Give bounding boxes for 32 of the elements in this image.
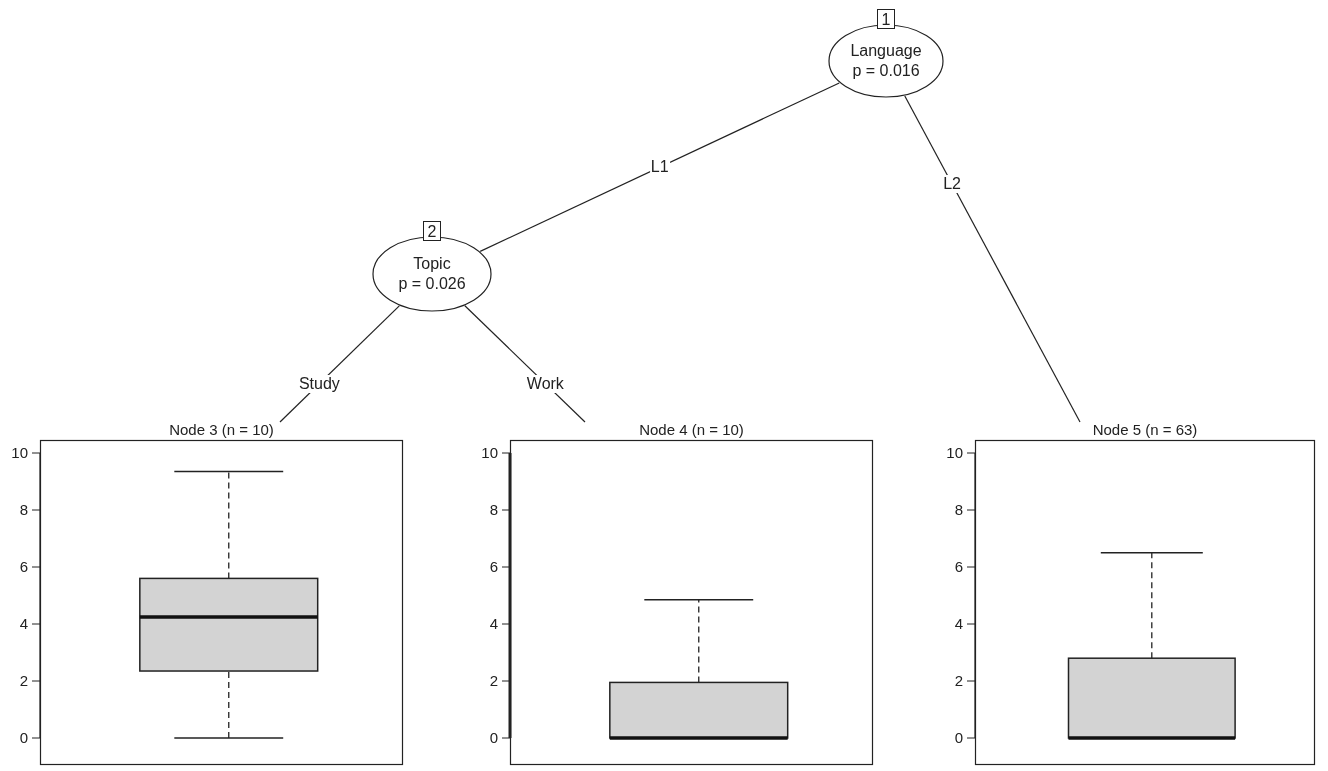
node-title: Node 3 (n = 10) xyxy=(168,422,275,438)
axis-tick-label: 2 xyxy=(953,673,963,689)
axis-tick-label: 4 xyxy=(488,616,498,632)
axis-tick-label: 0 xyxy=(953,730,963,746)
node-text: p = 0.016 xyxy=(852,61,920,81)
axis-tick-label: 10 xyxy=(10,445,28,461)
node-number: 2 xyxy=(423,221,441,241)
axis-tick-label: 2 xyxy=(18,673,28,689)
node-text: p = 0.026 xyxy=(398,274,466,294)
axis-tick-label: 6 xyxy=(18,559,28,575)
axis-tick-label: 2 xyxy=(488,673,498,689)
axis-tick-label: 8 xyxy=(488,502,498,518)
node-text: Language xyxy=(850,41,922,61)
connector-line xyxy=(904,95,1081,423)
axis-tick-label: 8 xyxy=(953,502,963,518)
axis-tick-label: 4 xyxy=(953,616,963,632)
edge-label: L2 xyxy=(942,175,962,193)
node-number: 1 xyxy=(877,9,895,29)
edge-label: Study xyxy=(297,374,341,393)
edge-label: Work xyxy=(525,374,565,393)
node-title: Node 4 (n = 10) xyxy=(638,422,745,438)
axis-tick-label: 6 xyxy=(953,559,963,575)
axis-tick-label: 6 xyxy=(488,559,498,575)
connector-line xyxy=(479,82,840,252)
axis-tick-label: 0 xyxy=(488,730,498,746)
axis-tick-label: 4 xyxy=(18,616,28,632)
axis-tick-label: 10 xyxy=(480,445,498,461)
axis-tick-label: 10 xyxy=(945,445,963,461)
node-text: Topic xyxy=(413,254,451,274)
axis-tick-label: 0 xyxy=(18,730,28,746)
axis-tick-label: 8 xyxy=(18,502,28,518)
node-title: Node 5 (n = 63) xyxy=(1091,422,1199,438)
